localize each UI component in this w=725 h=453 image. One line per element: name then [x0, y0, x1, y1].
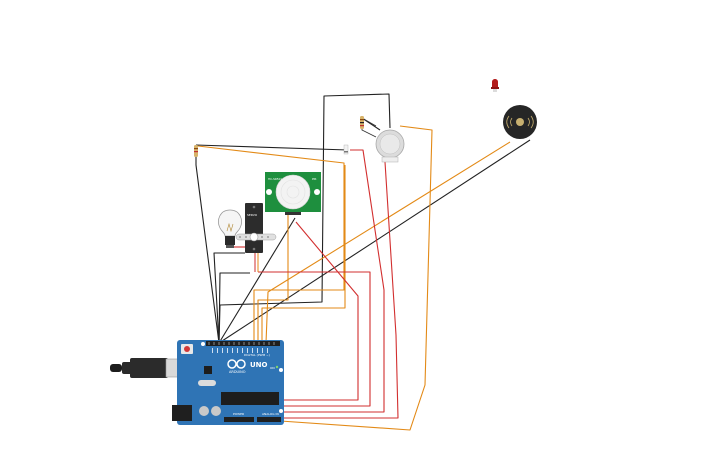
wire-orange-buzzer[interactable] — [265, 141, 511, 344]
usb-chip — [204, 366, 212, 374]
diode[interactable] — [343, 144, 349, 155]
wire-orange-ultrasonic[interactable] — [265, 125, 433, 431]
on-led — [275, 365, 279, 369]
wire-black-buzzer[interactable] — [218, 139, 531, 344]
capacitor-1 — [199, 406, 209, 416]
wires — [195, 93, 531, 431]
wire-black-pir2[interactable] — [218, 217, 296, 344]
red-led[interactable] — [491, 79, 499, 92]
wire-orange-pir[interactable] — [261, 165, 346, 343]
servo-mount-icon — [252, 247, 256, 251]
power-label: POWER — [233, 412, 244, 416]
arduino-logo-icon — [227, 359, 246, 369]
ultrasonic-sensor[interactable] — [361, 117, 405, 163]
crystal — [198, 380, 216, 386]
wire-red-1[interactable] — [245, 221, 359, 401]
pir-left-text: HC-SR501 — [268, 177, 282, 181]
power-header — [224, 417, 254, 422]
sound-wave-icon — [506, 115, 534, 129]
power-jack — [172, 405, 192, 421]
buzzer[interactable] — [503, 105, 537, 139]
wire-red-4[interactable] — [260, 161, 399, 419]
mount-hole — [279, 368, 283, 372]
servo-motor[interactable]: SERVO — [235, 203, 277, 272]
on-label: ON — [270, 366, 275, 370]
pir-pins — [285, 212, 301, 215]
pin-label-row — [212, 348, 268, 353]
capacitor-2 — [211, 406, 221, 416]
resistor[interactable] — [360, 116, 364, 129]
pir-screw-icon — [314, 189, 320, 195]
light-bulb[interactable] — [218, 209, 242, 248]
pir-screw-icon — [266, 189, 272, 195]
mount-hole — [201, 342, 205, 346]
board-brand: ARDUINO — [229, 370, 246, 374]
microcontroller — [221, 392, 279, 405]
wire-red-3[interactable] — [255, 149, 385, 413]
digital-label: DIGITAL (PWM ~) — [244, 353, 270, 357]
board-model: UNO — [250, 361, 268, 369]
analog-label: ANALOG IN — [262, 412, 279, 416]
digital-pins — [208, 342, 275, 345]
servo-label: SERVO — [247, 213, 258, 217]
wire-orange-servo[interactable] — [257, 215, 289, 343]
mount-hole — [279, 409, 283, 413]
wire-orange-bulb[interactable] — [197, 145, 345, 343]
wire-black-resistor[interactable] — [195, 144, 349, 151]
analog-header — [257, 417, 281, 422]
wire-black-bulb[interactable] — [195, 150, 220, 344]
resistor[interactable] — [194, 145, 198, 157]
wire-black-servo[interactable] — [213, 252, 245, 344]
pir-sensor[interactable]: HC-SR501 PIR — [265, 172, 321, 215]
arduino-uno[interactable]: DIGITAL (PWM ~) UNO ARDUINO ON POWER ANA… — [172, 340, 284, 425]
wire-black-pir[interactable] — [218, 272, 250, 344]
pir-right-text: PIR — [312, 177, 317, 181]
servo-mount-icon — [252, 205, 256, 209]
wire-red-2[interactable] — [250, 271, 371, 407]
